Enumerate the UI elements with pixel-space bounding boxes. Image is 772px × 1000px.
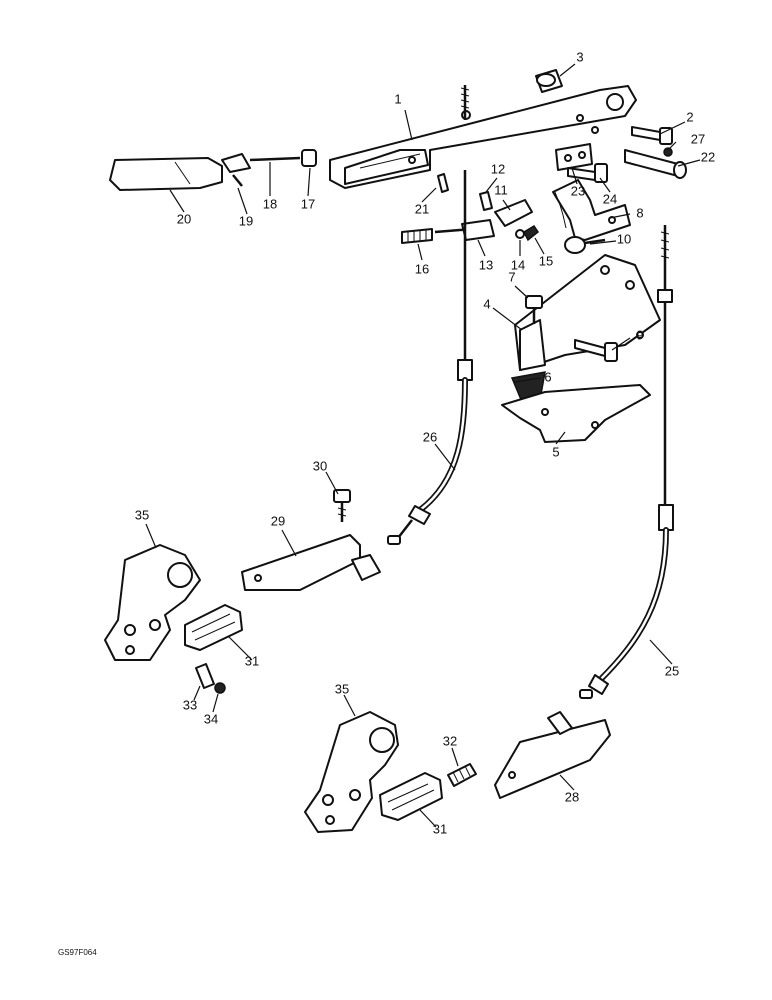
pin-and-nut <box>195 663 226 694</box>
callout-3: 3 <box>576 49 583 64</box>
callout-5: 5 <box>552 444 559 459</box>
callout-31a: 31 <box>245 653 259 668</box>
callout-labels: 1 2 3 4 5 6 7 8 9 10 11 12 13 14 15 16 1… <box>135 49 715 836</box>
callout-26: 26 <box>423 429 437 444</box>
callout-10: 10 <box>617 231 631 246</box>
bushing <box>535 69 563 93</box>
pivot-bolt <box>631 126 673 145</box>
callout-23: 23 <box>571 183 585 198</box>
callout-16: 16 <box>415 261 429 276</box>
reference-code: GS97F064 <box>58 948 97 957</box>
callout-1: 1 <box>394 91 401 106</box>
lever-top-rod <box>460 85 470 120</box>
clevis-pin <box>624 147 687 179</box>
callout-31b: 31 <box>433 821 447 836</box>
small-fasteners <box>515 224 540 242</box>
bracket-bolt-vertical <box>525 295 543 324</box>
return-spring <box>447 763 477 787</box>
right-brake-cable <box>579 225 674 699</box>
callout-7: 7 <box>508 269 515 284</box>
callout-19: 19 <box>239 213 253 228</box>
callout-27: 27 <box>691 131 705 146</box>
base-plate <box>501 384 651 443</box>
callout-20: 20 <box>177 211 191 226</box>
ratchet-pin <box>479 191 493 211</box>
brake-actuator-right <box>304 711 399 833</box>
retaining-clip-left <box>184 604 243 651</box>
pawl <box>494 199 533 227</box>
callout-13: 13 <box>479 257 493 272</box>
ratchet-quadrant <box>552 179 631 241</box>
bracket-bolt-horizontal <box>574 339 618 362</box>
callout-34: 34 <box>204 711 218 726</box>
pin <box>437 173 449 193</box>
callout-32: 32 <box>443 733 457 748</box>
callout-29: 29 <box>271 513 285 528</box>
callout-4: 4 <box>483 296 490 311</box>
callout-18: 18 <box>263 196 277 211</box>
retaining-clip-right <box>379 772 443 821</box>
callout-33: 33 <box>183 697 197 712</box>
callout-6: 6 <box>544 369 551 384</box>
bracket-block <box>555 143 593 171</box>
left-brake-cable <box>387 170 473 545</box>
callout-8: 8 <box>636 205 643 220</box>
mounting-bracket <box>514 254 661 371</box>
callout-22: 22 <box>701 149 715 164</box>
callout-12: 12 <box>491 161 505 176</box>
callout-9: 9 <box>636 327 643 342</box>
right-actuating-lever <box>494 711 611 799</box>
callout-28: 28 <box>565 789 579 804</box>
release-spring <box>401 228 433 244</box>
callout-11: 11 <box>494 182 508 197</box>
callout-2: 2 <box>686 109 693 124</box>
callout-17: 17 <box>301 196 315 211</box>
leader-lines <box>145 63 701 828</box>
release-rod-set <box>221 149 317 187</box>
callout-14: 14 <box>511 257 525 272</box>
hand-brake-lever <box>329 85 637 189</box>
lever-grip <box>109 157 223 191</box>
callout-35a: 35 <box>135 507 149 522</box>
roller <box>564 236 606 254</box>
callout-15: 15 <box>539 253 553 268</box>
callout-21: 21 <box>415 201 429 216</box>
brake-actuator-left <box>104 544 201 661</box>
callout-25: 25 <box>665 663 679 678</box>
left-actuating-lever <box>241 534 381 591</box>
callout-24: 24 <box>603 191 617 206</box>
callout-35b: 35 <box>335 681 349 696</box>
callout-30: 30 <box>313 458 327 473</box>
lever-bolt <box>333 489 351 522</box>
